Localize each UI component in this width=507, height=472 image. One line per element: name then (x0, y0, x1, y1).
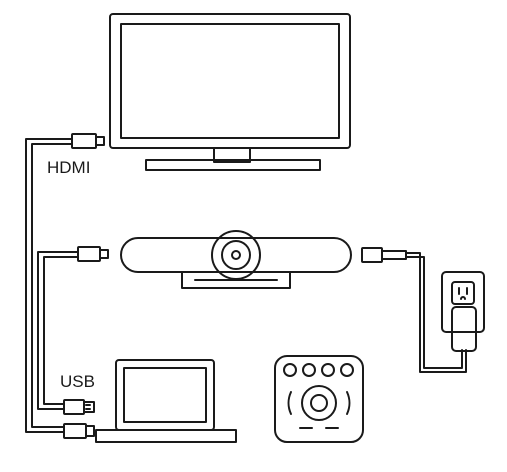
hdmi-plug-laptop (63, 423, 95, 439)
hdmi-connector-top (71, 133, 97, 149)
conference-camera-icon (120, 230, 352, 289)
usb-plug-laptop (63, 399, 95, 415)
power-connector (361, 247, 383, 263)
hdmi-label: HDMI (47, 158, 90, 177)
remote-control-icon (274, 355, 364, 443)
hdmi-plug-tip (95, 136, 105, 146)
wall-outlet-adapter-icon (441, 271, 485, 352)
usb-cable (37, 246, 109, 410)
usb-label: USB (60, 372, 95, 391)
hdmi-cable (25, 133, 105, 433)
laptop-icon (95, 359, 237, 443)
usb-connector-camera (77, 246, 101, 262)
power-cable (361, 247, 467, 373)
tv-monitor-icon (109, 13, 351, 171)
